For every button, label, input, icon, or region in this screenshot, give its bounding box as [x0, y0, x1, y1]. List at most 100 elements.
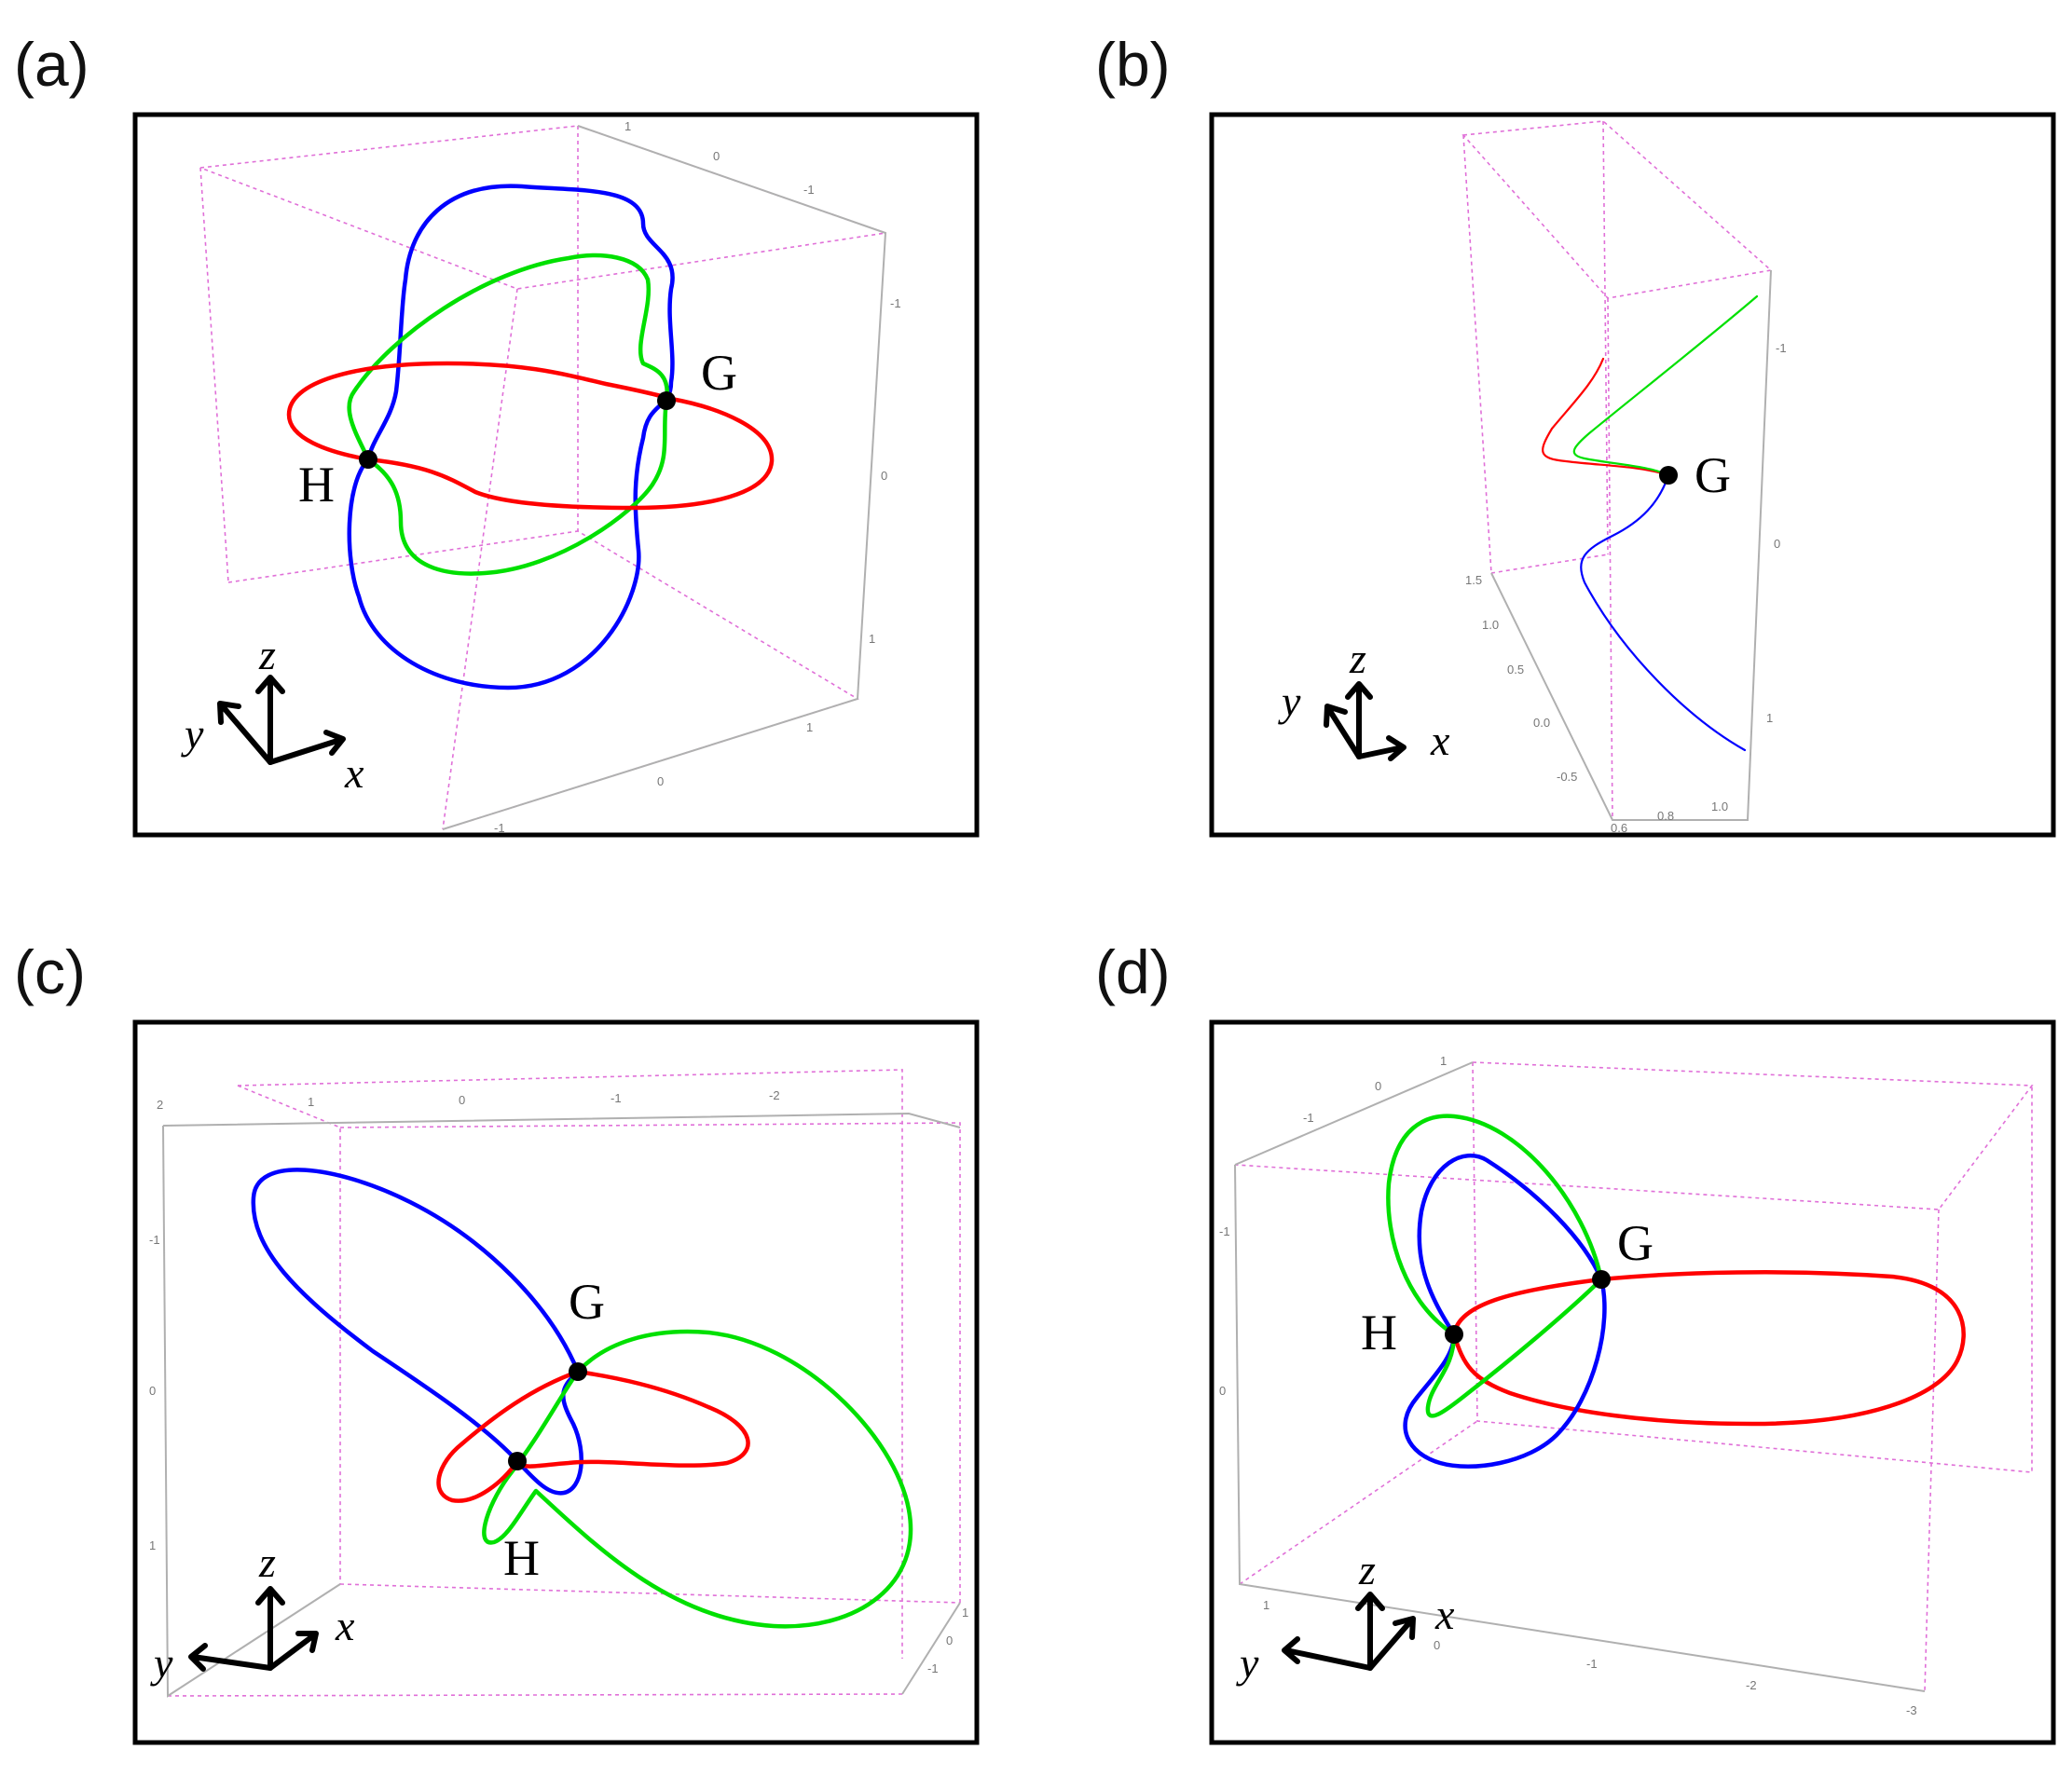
y-axis-label: y [1236, 1639, 1259, 1687]
tick-label: -2 [769, 1088, 780, 1102]
tick-label: 0 [1375, 1079, 1381, 1093]
y-arrow [217, 701, 273, 765]
panel-a-point-g [657, 391, 676, 410]
tick-label: 1.5 [1465, 573, 1482, 587]
tick-label: -1 [1776, 341, 1787, 355]
panel-d-green-curve [1386, 1114, 1604, 1418]
tick-label: 1 [149, 1538, 156, 1552]
panel-d-point-h [1445, 1325, 1463, 1344]
tick-label: -0.5 [1557, 770, 1577, 784]
panel-d-bounding-box [1234, 1061, 2034, 1692]
panel-c-axes-glyph: z x y [150, 1538, 355, 1687]
tick-label: -1 [1219, 1224, 1230, 1238]
panel-d-blue-curve [1403, 1154, 1607, 1469]
panel-c-label-g: G [569, 1274, 605, 1330]
panel-b-green-curve [1572, 294, 1759, 477]
panel-c-frame [132, 1019, 980, 1745]
panel-d-frame [1209, 1019, 2056, 1745]
tick-label: -1 [927, 1661, 939, 1675]
z-axis-label: z [258, 1538, 276, 1586]
panel-d-label-g: G [1617, 1215, 1653, 1271]
z-arrow [255, 1586, 285, 1671]
panel-a-red-curve [286, 361, 775, 511]
x-axis-label: x [335, 1602, 355, 1649]
x-arrow [268, 1631, 319, 1671]
tick-label: 1 [1766, 711, 1773, 725]
tick-label: -1 [494, 821, 505, 835]
tick-label: -1 [149, 1233, 160, 1247]
tick-label: -1 [1586, 1657, 1598, 1671]
x-axis-label: x [1434, 1591, 1455, 1638]
panel-c-green-curve [482, 1329, 913, 1629]
x-arrow [268, 730, 346, 765]
panel-c-red-curve [436, 1369, 750, 1503]
tick-label: 1 [624, 119, 631, 133]
z-arrow [1345, 681, 1373, 759]
tick-label: 2 [157, 1098, 163, 1112]
panel-d-label-h: H [1361, 1305, 1397, 1360]
panel-c: (c) 2 1 0 -1 -2 -1 0 1 1 0 -1 G H [14, 937, 980, 1745]
tick-label: -2 [1746, 1678, 1757, 1692]
z-arrow [255, 675, 285, 765]
panel-d-label: (d) [1095, 937, 1171, 1006]
panel-a-frame [132, 112, 980, 838]
tick-label: 0 [946, 1633, 953, 1647]
tick-label: 0 [713, 149, 720, 163]
panel-b-axes-glyph: z x y [1278, 635, 1450, 764]
panel-d-axes-glyph: z x y [1236, 1546, 1455, 1687]
panel-b: (b) -1 0 1 1.5 1.0 0.5 0.0 -0.5 0.6 0.8 … [1095, 30, 2056, 838]
panel-a-green-curve [347, 253, 670, 576]
x-arrow [1356, 735, 1406, 761]
tick-label: 1 [962, 1606, 968, 1620]
tick-label: 1 [869, 632, 875, 646]
panel-b-tick-labels: -1 0 1 1.5 1.0 0.5 0.0 -0.5 0.6 0.8 1.0 [1465, 341, 1787, 835]
y-axis-label: y [150, 1639, 173, 1687]
tick-label: 1.0 [1482, 618, 1499, 632]
tick-label: -1 [1303, 1111, 1314, 1125]
panel-a-tick-labels: 1 0 -1 -1 0 1 1 0 -1 [494, 119, 901, 835]
panel-d-red-curve [1451, 1270, 1966, 1427]
tick-label: -1 [803, 183, 815, 197]
x-axis-label: x [1430, 717, 1450, 764]
tick-label: 0 [881, 469, 887, 483]
tick-label: -1 [890, 296, 901, 310]
tick-label: 0 [1219, 1384, 1226, 1398]
tick-label: 1 [1440, 1054, 1447, 1068]
panel-c-label: (c) [14, 937, 86, 1006]
tick-label: 1 [1263, 1598, 1269, 1612]
tick-label: 0 [459, 1093, 465, 1107]
tick-label: 0.6 [1611, 821, 1627, 835]
panel-b-frame [1209, 112, 2056, 838]
panel-c-point-h [508, 1452, 527, 1470]
z-arrow [1355, 1592, 1385, 1671]
panel-a-label-h: H [298, 457, 335, 513]
panel-a-label: (a) [14, 30, 89, 99]
tick-label: 0 [1434, 1638, 1440, 1652]
panel-b-blue-curve [1580, 473, 1747, 752]
panel-a-axes-glyph: z x y [181, 631, 364, 797]
y-arrow [188, 1643, 273, 1672]
tick-label: 1 [806, 720, 813, 734]
tick-label: 0 [1774, 537, 1780, 551]
z-axis-label: z [1349, 635, 1366, 682]
panel-a-bounding-box [199, 125, 887, 830]
panel-d-point-g [1592, 1270, 1611, 1289]
panel-a-label-g: G [701, 345, 737, 401]
tick-label: 1 [308, 1095, 314, 1109]
tick-label: 1.0 [1711, 800, 1728, 813]
panel-d: (d) -1 0 1 -1 0 1 0 -1 -2 -3 G H [1095, 937, 2056, 1745]
x-arrow [1367, 1616, 1416, 1671]
panel-b-point-g [1659, 466, 1678, 485]
panel-a-point-h [359, 450, 377, 469]
panel-c-bounding-box [162, 1069, 961, 1698]
z-axis-label: z [1358, 1546, 1376, 1593]
panel-b-label: (b) [1095, 30, 1171, 99]
tick-label: 0.0 [1533, 716, 1550, 730]
y-axis-label: y [1278, 677, 1301, 725]
tick-label: 0 [657, 774, 664, 788]
panel-a: (a) 1 0 -1 -1 0 1 1 0 -1 G H [14, 30, 980, 838]
y-axis-label: y [181, 710, 204, 758]
y-arrow [1282, 1636, 1373, 1671]
panel-c-label-h: H [503, 1530, 540, 1586]
